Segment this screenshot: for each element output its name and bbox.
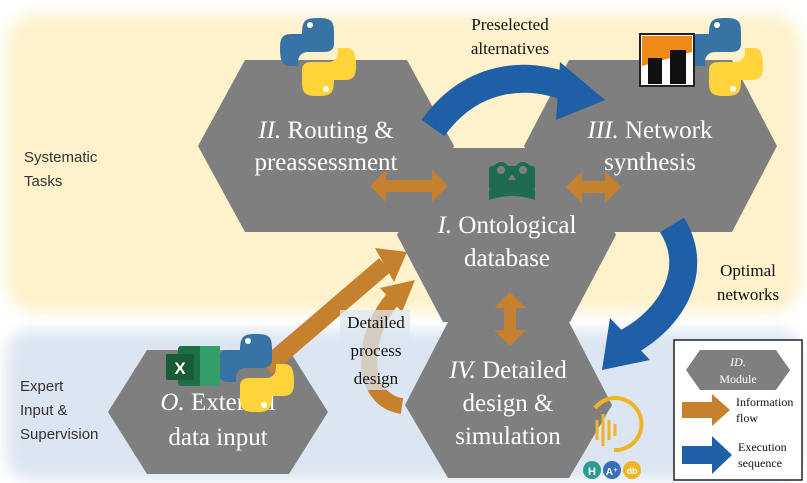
chart-software-icon: [639, 33, 695, 87]
module-detailed-numeral: IV.: [448, 357, 476, 384]
optimal-label-line1: Optimal: [720, 261, 776, 280]
legend-execution-line1: Execution: [738, 440, 787, 454]
module-ontology-line1: Ontological: [458, 212, 576, 239]
preselected-label-line1: Preselected: [471, 15, 549, 34]
legend-execution-arrow: [682, 436, 732, 474]
module-network-line1: Network: [625, 117, 713, 144]
excel-icon: X: [166, 346, 220, 386]
info-arrow-network-ontology: [566, 171, 621, 203]
expert-zone-label-line2: Input &: [20, 402, 68, 419]
module-detailed-line1: Detailed: [482, 357, 567, 384]
detailed-process-label-line3: design: [354, 369, 399, 388]
legend-module-label: Module: [719, 372, 756, 386]
badge-aplus-icon: [603, 461, 621, 479]
badge-db-label: db: [627, 466, 638, 476]
module-external-line2: data input: [168, 424, 267, 451]
preselected-label-line2: alternatives: [471, 39, 549, 58]
module-network-line2: synthesis: [604, 149, 696, 176]
module-network-title: III. Network: [587, 117, 713, 144]
expert-zone-label-line1: Expert: [20, 378, 64, 395]
info-arrow-ontology-detailed: [494, 292, 526, 346]
owl-database-icon: [489, 162, 535, 200]
legend-module-id: ID.: [729, 355, 746, 369]
legend-info-flow-line1: Information: [736, 395, 793, 409]
legend-module-hexagon: [686, 350, 790, 390]
legend-execution-line2: sequence: [738, 456, 782, 470]
detailed-process-label-line1: Detailed: [347, 313, 405, 332]
systematic-zone-label-line2: Tasks: [24, 173, 62, 190]
module-routing-line2: preassessment: [254, 149, 397, 176]
badge-aplus-label: A⁺: [606, 467, 619, 478]
legend-info-flow-line2: flow: [736, 411, 758, 425]
info-arrow-external-ontology: [260, 248, 407, 374]
execution-arrow-preselected: [421, 62, 605, 137]
module-ontology-hexagon: [397, 148, 616, 322]
module-routing-numeral: II.: [257, 117, 281, 144]
systematic-zone-label-line1: Systematic: [24, 149, 98, 166]
execution-arrow-optimal: [602, 217, 698, 370]
module-routing-title: II. Routing &: [257, 117, 393, 144]
module-external-numeral: O.: [160, 389, 184, 416]
module-detailed-hexagon: [405, 322, 612, 478]
legend-info-flow-arrow: [682, 394, 730, 426]
excel-letter: X: [174, 359, 186, 378]
module-ontology-numeral: I.: [437, 212, 453, 239]
module-detailed-line3: simulation: [455, 423, 561, 450]
badge-h-icon: [583, 461, 601, 479]
badge-h-label: H: [588, 466, 596, 478]
expert-zone-label-line3: Supervision: [20, 426, 98, 443]
detailed-process-label-backdrop: [340, 310, 410, 390]
module-ontology-line2: database: [464, 245, 550, 272]
detailed-process-label-line2: process: [351, 341, 402, 360]
module-detailed-line2: design &: [463, 390, 554, 417]
badge-db-icon: [623, 461, 641, 479]
info-arrow-routing-ontology: [370, 170, 448, 202]
software-badges: H A⁺ db: [583, 461, 641, 479]
simulation-software-icon: [593, 396, 644, 453]
legend: ID. Module Information flow Execution se…: [673, 339, 803, 481]
module-detailed-title: IV. Detailed: [448, 357, 567, 384]
module-routing-line1: Routing &: [287, 117, 393, 144]
module-network-numeral: III.: [587, 117, 619, 144]
module-ontology-title: I. Ontological: [437, 212, 577, 239]
optimal-label-line2: networks: [717, 285, 779, 304]
